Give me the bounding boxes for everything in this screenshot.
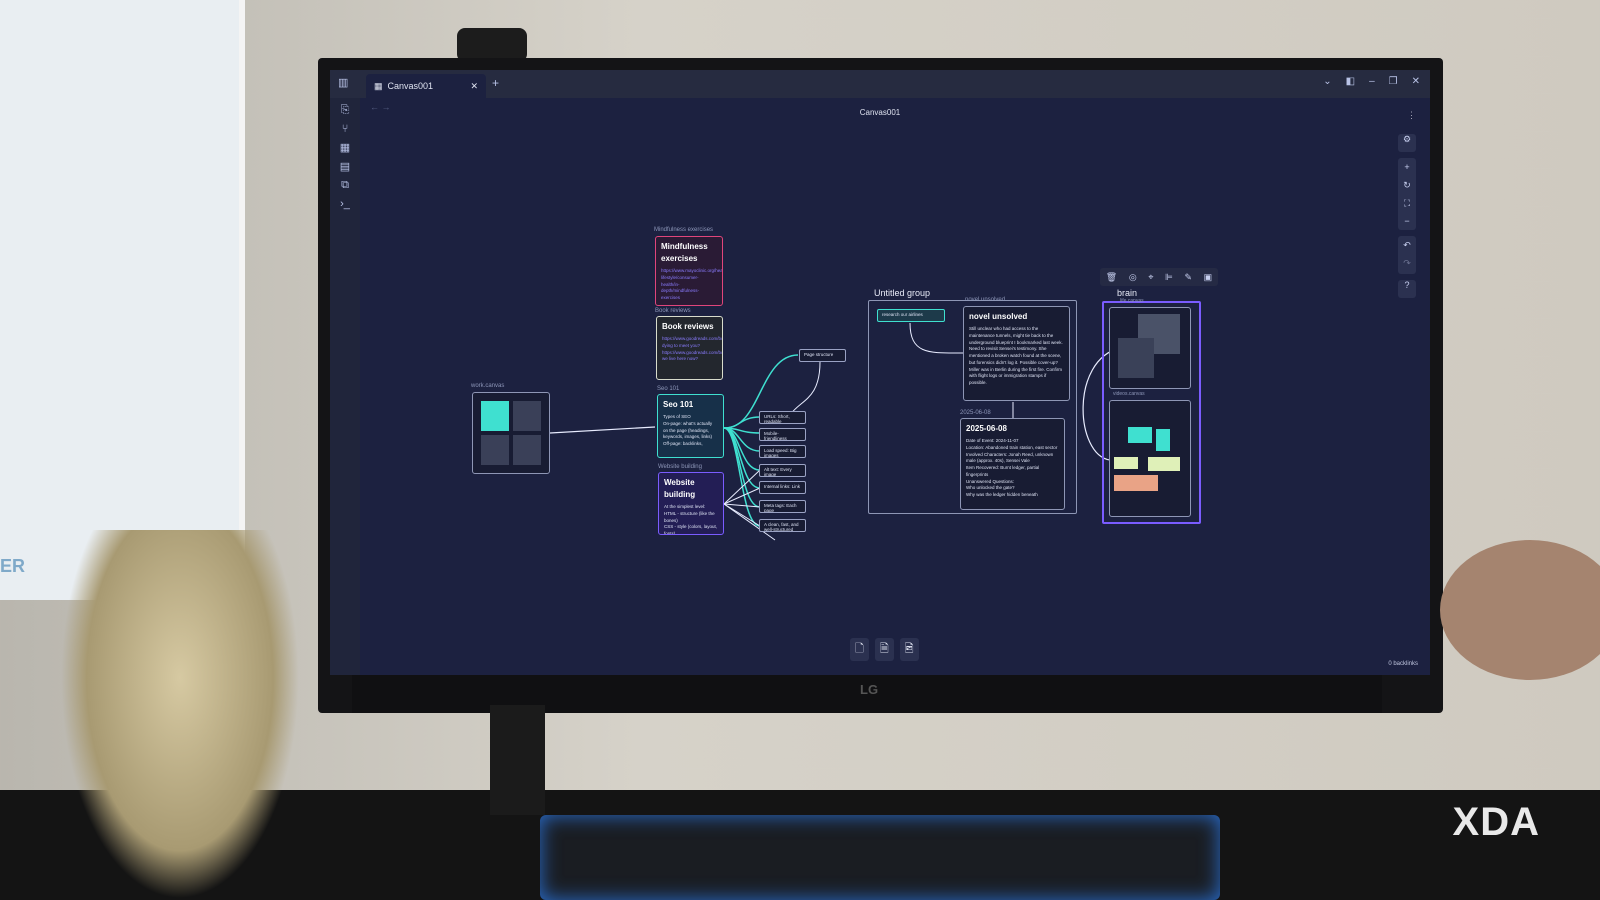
calendar-icon[interactable]: ▤ (339, 161, 351, 173)
seo-edges (723, 416, 761, 527)
view-title: Canvas001 (859, 108, 901, 117)
zoom-to-icon[interactable]: ⌖ (1148, 271, 1154, 282)
fit-icon[interactable]: ⛶ (1403, 198, 1411, 208)
more-options-icon[interactable]: ⋮ (1407, 110, 1416, 120)
monitor-stand (490, 705, 545, 815)
canvas-edges (549, 322, 1121, 541)
graph-icon[interactable]: ⑂ (341, 123, 349, 135)
edge (909, 322, 964, 354)
zoom-out-icon[interactable]: − (1404, 216, 1410, 226)
preview-block (1148, 457, 1180, 471)
node-seo-item[interactable]: Load speed: Big images (759, 445, 806, 458)
web-edges (723, 361, 821, 541)
preview-block (1118, 338, 1154, 378)
tab-bar: ▥ ▦Canvas001✕ + ⌄ ◧ – ❐ ✕ (330, 70, 1430, 98)
card-work-canvas[interactable] (472, 392, 550, 474)
sidebar-toggle-icon[interactable]: ▥ (338, 77, 349, 89)
lg-logo: LG (860, 682, 879, 697)
lamp (1440, 540, 1600, 680)
lego-trex (60, 530, 300, 900)
close-window-icon[interactable]: ✕ (1411, 76, 1420, 87)
tab-canvas001[interactable]: ▦Canvas001✕ (366, 74, 486, 98)
new-file-icon[interactable]: 🗎 (874, 638, 894, 661)
node-page-structure[interactable]: Page structure (799, 349, 846, 362)
node-seo-item[interactable]: Meta tags: Each page (759, 500, 806, 513)
star-wars-poster: ER (0, 0, 245, 600)
node-seo-item[interactable]: Mobile-friendliness (759, 428, 806, 441)
backlinks-status[interactable]: 0 backlinks (1388, 661, 1418, 667)
untitled-group[interactable] (868, 300, 1077, 514)
canvas-icon: ▦ (374, 80, 383, 91)
obsidian-window: ▥ ▦Canvas001✕ + ⌄ ◧ – ❐ ✕ ⎘ ⑂ ▦ ▤ ⧉ ›_ ← → C… (330, 70, 1430, 675)
node-seo-item[interactable]: Internal links: Link (759, 481, 806, 494)
poster-text: ER (0, 556, 26, 576)
canvas-icon[interactable]: ▦ (339, 142, 351, 154)
files-icon[interactable]: ⎘ (340, 104, 350, 116)
preview-block (1114, 457, 1138, 469)
minimize-icon[interactable]: – (1369, 76, 1375, 87)
preview-block (1156, 429, 1170, 451)
canvas-preview (481, 401, 541, 465)
edge (1082, 347, 1121, 461)
brain-group[interactable] (1102, 301, 1201, 524)
left-ribbon: ⎘ ⑂ ▦ ▤ ⧉ ›_ (330, 98, 360, 675)
new-media-icon[interactable]: 🖻 (899, 638, 919, 661)
trash-icon[interactable]: 🗑 (1105, 271, 1118, 282)
help-icon[interactable]: ? (1398, 280, 1416, 298)
undo-icon[interactable]: ↶ (1403, 240, 1411, 250)
settings-icon[interactable]: ⚙ (1398, 134, 1416, 152)
preview-block (1114, 475, 1158, 491)
node-seo-item[interactable]: URLs: Short, readable (759, 411, 806, 424)
chevron-down-icon[interactable]: ⌄ (1323, 76, 1332, 87)
card-life-canvas[interactable] (1109, 307, 1191, 389)
zoom-controls[interactable]: + ↻ ⛶ − (1398, 158, 1416, 230)
terminal-icon[interactable]: ›_ (340, 198, 350, 210)
preview-block (1128, 427, 1152, 443)
palette-icon[interactable]: ◎ (1128, 271, 1137, 282)
edge (549, 426, 656, 434)
back-forward-icon[interactable]: ← → (370, 102, 391, 112)
node-seo-item[interactable]: A clean, fast, and well-structured (759, 519, 806, 532)
image-icon[interactable]: ▣ (1203, 271, 1213, 282)
keyboard (540, 815, 1220, 900)
card-book-reviews[interactable]: Book reviewshttps://www.goodreads.com/bo… (656, 316, 723, 380)
layout-icon[interactable]: ◧ (1345, 76, 1356, 87)
card-videos-canvas[interactable] (1109, 400, 1191, 517)
monitor-arm-top (457, 28, 527, 62)
history-controls[interactable]: ↶↷ (1398, 236, 1416, 274)
xda-watermark: XDA (1452, 800, 1540, 844)
copy-icon[interactable]: ⧉ (341, 179, 349, 191)
redo-icon[interactable]: ↷ (1403, 258, 1411, 268)
reset-icon[interactable]: ↻ (1403, 180, 1411, 190)
selection-toolbar: 🗑 ◎ ⌖ ⊫ ✎ ▣ (1100, 268, 1218, 286)
close-tab-icon[interactable]: ✕ (470, 80, 478, 91)
zoom-in-icon[interactable]: + (1404, 162, 1410, 172)
restore-icon[interactable]: ❐ (1388, 76, 1398, 87)
new-note-icon[interactable]: 🗋 (850, 638, 869, 661)
node-research[interactable]: research our airlines (877, 309, 945, 322)
new-tab-icon[interactable]: + (492, 76, 500, 90)
align-icon[interactable]: ⊫ (1165, 271, 1173, 282)
edit-icon[interactable]: ✎ (1184, 271, 1192, 282)
node-seo-item[interactable]: Alt text: Every image (759, 464, 806, 477)
canvas-bottom-toolbar: 🗋🗎🖻 (850, 638, 919, 661)
